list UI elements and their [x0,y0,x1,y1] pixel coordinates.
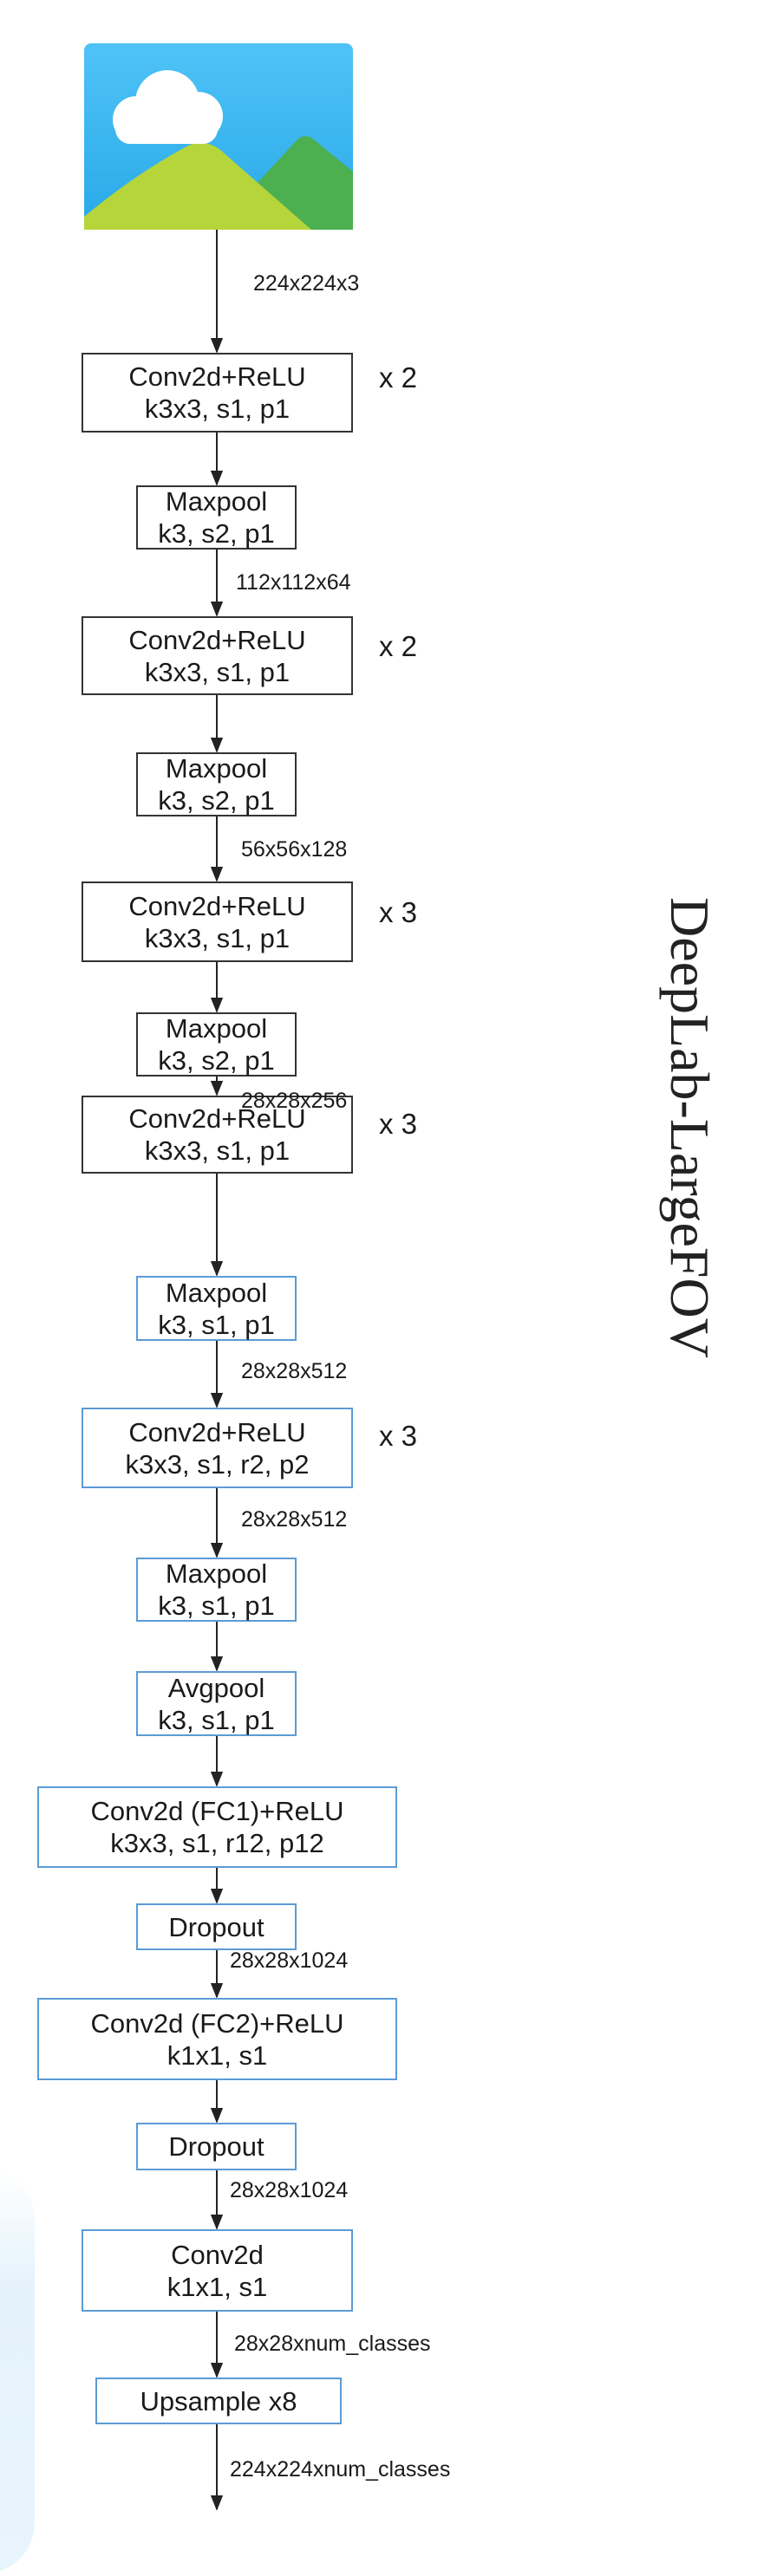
layer-box: Dropout [136,2123,297,2170]
layer-params: k1x1, s1 [167,2271,268,2302]
layer-box: Upsample x8 [95,2378,342,2424]
layer-name: Conv2d [171,2239,264,2270]
layer-name: Conv2d+ReLU [128,890,306,921]
repeat-count: x 3 [379,1420,418,1452]
layer-params: k3x3, s1, p1 [144,394,291,424]
layer-params: k3, s2, p1 [158,785,275,816]
layer-box: Dropout [136,1903,297,1950]
layer-name: Conv2d+ReLU [128,1416,306,1447]
tensor-shape-label: 28x28x1024 [230,1948,349,1973]
layer-name: Maxpool [165,486,268,517]
repeat-count: x 3 [379,1108,418,1140]
layer-name: Dropout [168,1911,264,1942]
tensor-shape-label: 28x28x512 [241,1507,348,1532]
repeat-count: x 2 [379,361,418,394]
layer-name: Avgpool [167,1672,265,1703]
repeat-count: x 2 [379,630,418,662]
layer-params: k3x3, s1, p1 [144,656,291,687]
tensor-shape-label: 224x224x3 [253,271,360,296]
layer-name: Maxpool [165,753,268,784]
layer-name: Maxpool [165,1277,268,1308]
layer-name: Conv2d (FC2)+ReLU [90,2007,344,2039]
output-shape-label: 224x224xnum_classes [230,2457,451,2482]
layer-params: k3, s2, p1 [158,1045,275,1076]
layer-params: k3, s1, p1 [158,1704,275,1735]
tensor-shape-label: 28x28x1024 [230,2178,349,2202]
layer-params: k1x1, s1 [167,2039,268,2071]
layer-name: Maxpool [165,1013,268,1044]
tensor-shape-label: 112x112x64 [236,570,351,595]
layer-name: Dropout [168,2131,264,2162]
layer-name: Conv2d+ReLU [128,624,306,655]
tensor-shape-label: 28x28x512 [241,1359,348,1383]
layer-params: k3x3, s1, p1 [144,1135,291,1166]
layer-name: Maxpool [165,1558,268,1589]
diagram-title: DeepLab-LargeFOV [659,897,721,1358]
layer-params: k3x3, s1, r2, p2 [125,1448,310,1480]
background-decoration [0,2167,35,2574]
layer-params: k3x3, s1, r12, p12 [110,1828,324,1858]
layer-name: Conv2d+ReLU [128,361,306,392]
layer-name: Conv2d+ReLU [128,1103,306,1134]
layer-params: k3, s1, p1 [158,1309,275,1340]
tensor-shape-label: 56x56x128 [241,837,348,862]
image-placeholder-icon [84,43,353,230]
layer-name: Conv2d (FC1)+ReLU [90,1796,344,1826]
layer-params: k3, s1, p1 [158,1590,275,1621]
tensor-shape-label: 28x28x256 [241,1089,348,1113]
repeat-count: x 3 [379,896,418,928]
tensor-shape-label: 28x28xnum_classes [234,2332,431,2356]
layer-params: k3x3, s1, p1 [144,922,291,953]
layer-name: Upsample x8 [140,2385,297,2417]
layer-params: k3, s2, p1 [158,518,275,549]
